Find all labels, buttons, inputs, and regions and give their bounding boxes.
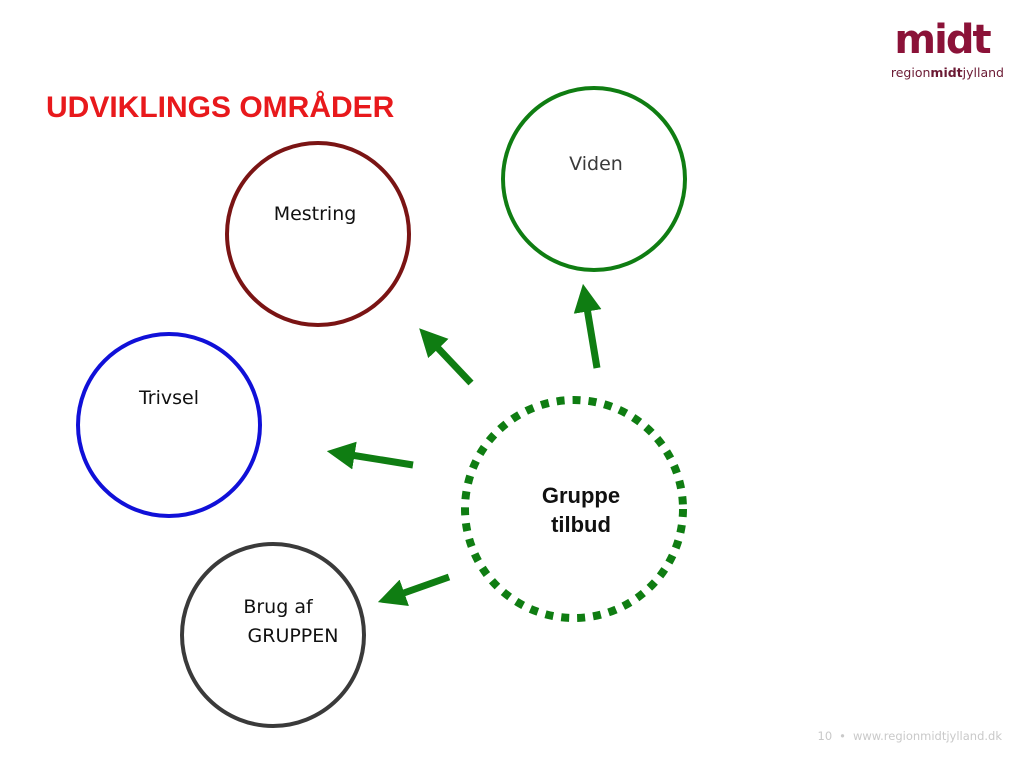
region-midt-logo: midt regionmidtjylland bbox=[880, 17, 1004, 82]
label-mestring: Mestring bbox=[273, 203, 357, 225]
arrow-to-trivsel bbox=[326, 441, 414, 470]
website-link[interactable]: www.regionmidtjylland.dk bbox=[852, 729, 1002, 743]
circle-trivsel bbox=[76, 332, 262, 518]
slide-footer: 10 • www.regionmidtjylland.dk bbox=[818, 729, 1002, 743]
arrow-to-mestring bbox=[419, 328, 474, 386]
slide-title: UDVIKLINGS OMRÅDER bbox=[46, 91, 395, 124]
logo-subtitle: regionmidtjylland bbox=[880, 65, 1004, 80]
label-brug-af: Brug af bbox=[243, 596, 313, 618]
circle-mestring bbox=[225, 141, 411, 327]
label-tilbud: tilbud bbox=[551, 512, 611, 537]
label-gruppen: GRUPPEN bbox=[247, 625, 339, 647]
logo-sub-midt: midt bbox=[930, 65, 963, 80]
label-gruppe: Gruppe bbox=[541, 483, 621, 508]
footer-separator: • bbox=[839, 729, 846, 743]
circle-viden bbox=[501, 86, 687, 272]
circle-gruppe-tilbud bbox=[461, 396, 687, 622]
label-viden: Viden bbox=[569, 153, 623, 175]
label-brug-af-gruppen: Brug af GRUPPEN bbox=[213, 593, 353, 651]
arrow-to-viden bbox=[573, 283, 602, 369]
arrow-to-brug-af-gruppen bbox=[377, 573, 451, 607]
page-number: 10 bbox=[817, 729, 833, 743]
logo-sub-jylland: jylland bbox=[962, 65, 1004, 80]
label-trivsel: Trivsel bbox=[138, 387, 199, 409]
label-gruppe-tilbud: Gruppe tilbud bbox=[511, 481, 651, 539]
logo-sub-region: region bbox=[890, 65, 931, 80]
circle-brug-af-gruppen bbox=[180, 542, 366, 728]
logo-mark: midt bbox=[894, 17, 991, 63]
